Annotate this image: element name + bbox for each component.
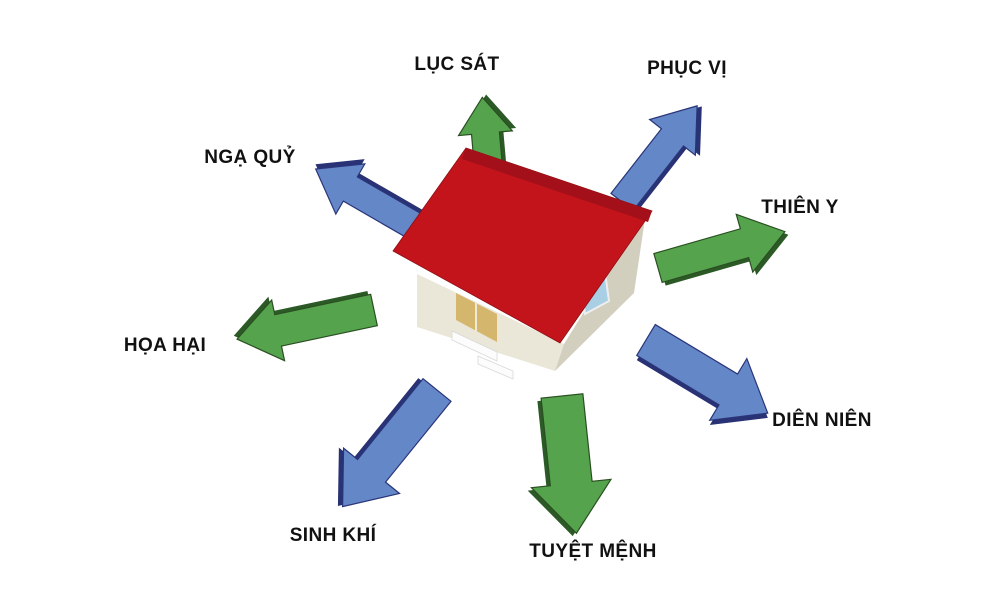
label-tuyet-menh: TUYỆT MỆNH bbox=[529, 541, 657, 562]
label-dien-nien: DIÊN NIÊN bbox=[772, 410, 872, 431]
arrow-phuc-vi bbox=[610, 105, 702, 212]
arrow-sinh-khi bbox=[337, 377, 452, 508]
arrow-dien-nien bbox=[635, 323, 769, 426]
label-luc-sat: LỤC SÁT bbox=[414, 54, 500, 75]
house-roof-ridge-band bbox=[462, 148, 652, 222]
arrow-hoa-hai-shape bbox=[236, 293, 379, 362]
arrow-tuyet-menh bbox=[527, 393, 613, 537]
label-thien-y: THIÊN Y bbox=[761, 197, 839, 218]
arrow-hoa-hai bbox=[233, 290, 379, 362]
label-nga-quy: NGẠ QUỶ bbox=[204, 147, 296, 168]
label-sinh-khi: SINH KHÍ bbox=[289, 525, 377, 546]
arrow-phuc-vi-shape bbox=[610, 105, 698, 212]
arrow-sinh-khi-shape bbox=[341, 377, 452, 508]
house-step-upper bbox=[451, 330, 498, 362]
arrow-dien-nien-shape bbox=[635, 323, 769, 422]
house bbox=[392, 147, 653, 380]
arrow-tuyet-menh-shape bbox=[530, 393, 613, 535]
arrow-thien-y-shape bbox=[653, 213, 786, 284]
label-phuc-vi: PHỤC VỊ bbox=[647, 58, 727, 79]
arrow-thien-y bbox=[653, 213, 789, 286]
house-step-lower bbox=[477, 355, 514, 380]
label-hoa-hai: HỌA HẠI bbox=[123, 335, 207, 356]
